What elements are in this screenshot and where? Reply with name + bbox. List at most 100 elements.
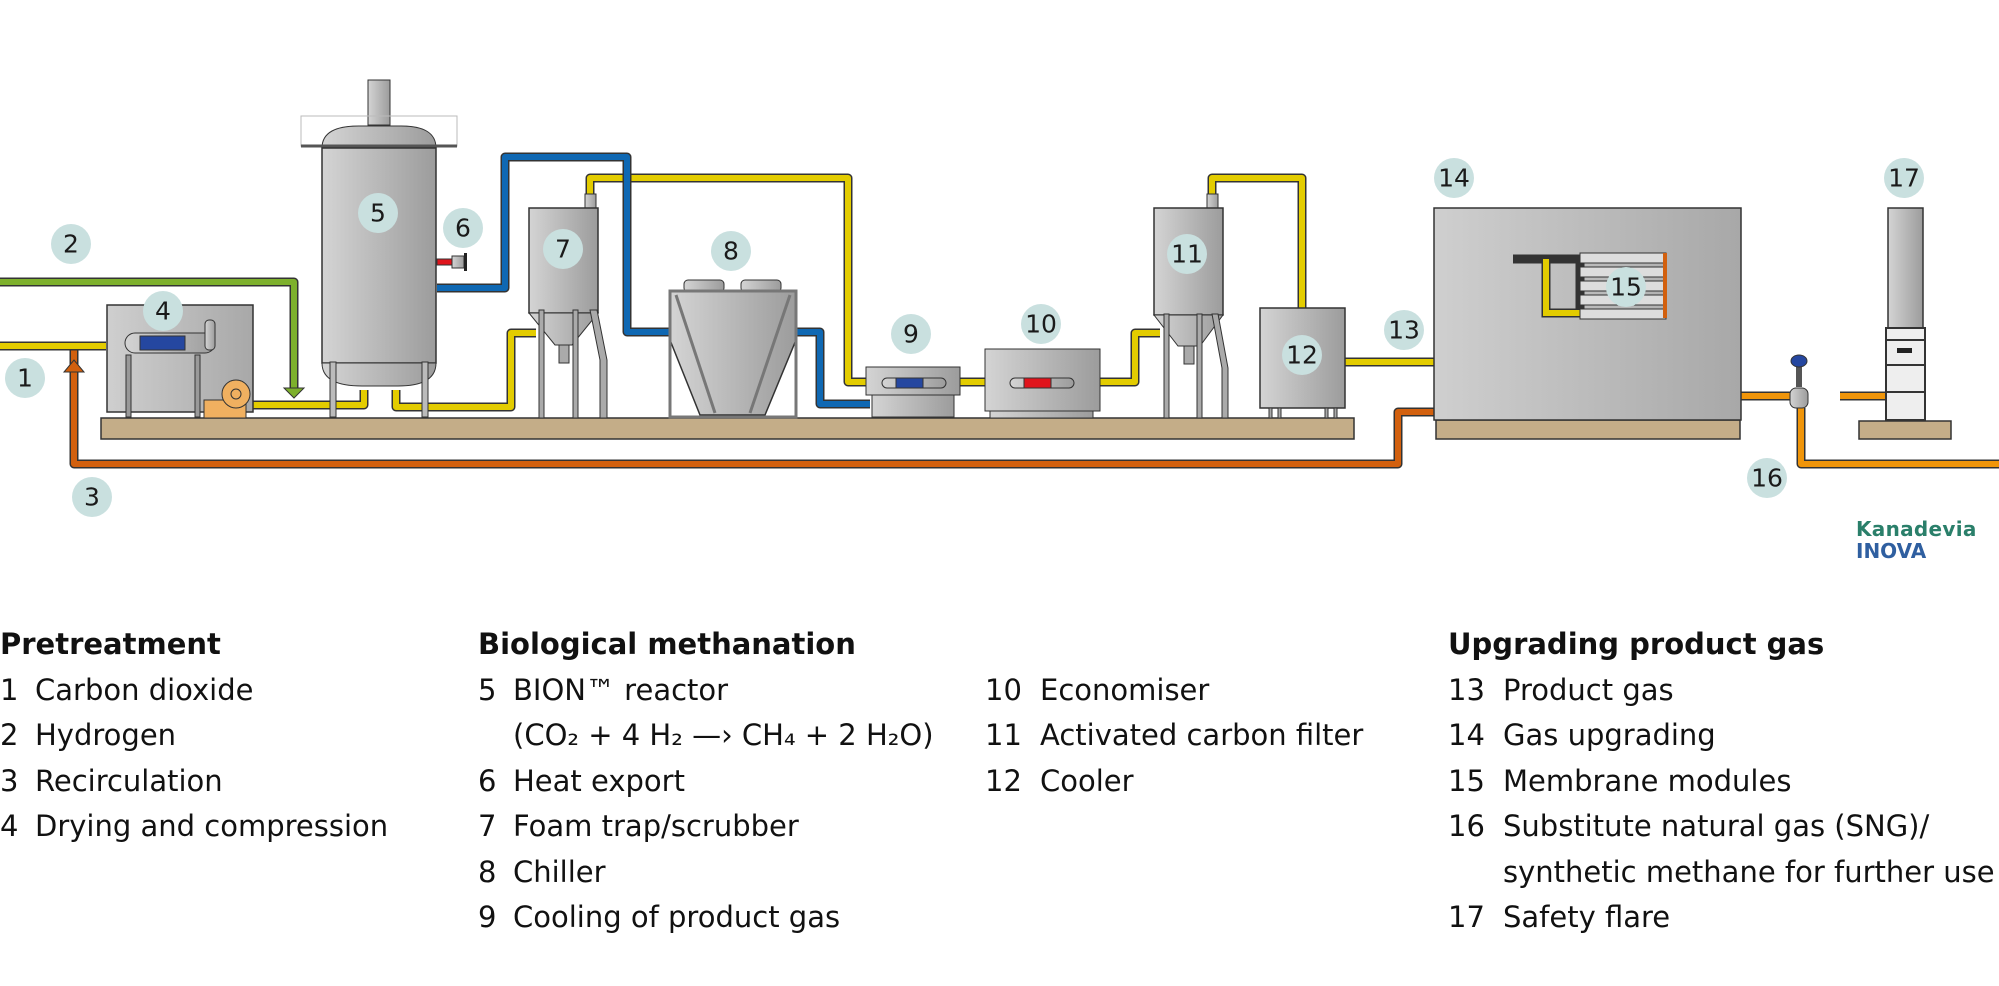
- callout-circle: [72, 477, 112, 517]
- product-gas-cooler-9: [865, 366, 961, 418]
- company-logo: Kanadevia INOVA: [1856, 518, 1977, 562]
- callout-number: 11: [1171, 240, 1203, 269]
- callout-9: 9: [891, 314, 931, 354]
- main-foundation: [100, 417, 1355, 440]
- legend-item: 13 Product gas: [1448, 668, 1995, 714]
- callout-circle: [5, 358, 45, 398]
- legend-item-label: Product gas: [1503, 672, 1674, 707]
- legend-item-number: [478, 713, 513, 759]
- legend-item-number: 11: [985, 718, 1022, 752]
- callout-17: 17: [1884, 158, 1924, 198]
- drying-compression-unit: [106, 304, 254, 419]
- callout-number: 16: [1751, 464, 1783, 493]
- recirculation-arrow-icon: [62, 359, 86, 373]
- gas-upgrading-unit: [1433, 207, 1742, 421]
- callout-circle: [1884, 158, 1924, 198]
- bion-reactor: [300, 79, 467, 418]
- legend-item-label: Cooler: [1040, 763, 1134, 798]
- legend-item: 9 Cooling of product gas: [478, 895, 934, 941]
- legend-item-number: 1: [0, 672, 19, 707]
- legend-item-number: 12: [985, 763, 1022, 798]
- callout-circle: [1021, 304, 1061, 344]
- legend-item-number: 14: [1448, 718, 1485, 752]
- upgrading-foundation: [1435, 419, 1741, 440]
- legend-heading: Pretreatment: [0, 627, 221, 661]
- callout-number: 3: [84, 483, 100, 512]
- legend-item-number: 3: [0, 763, 19, 798]
- legend-item-label: Gas upgrading: [1503, 718, 1716, 752]
- callout-number: 15: [1610, 273, 1642, 302]
- legend-item-label: Cooling of product gas: [513, 900, 841, 934]
- legend-item: 12 Cooler: [985, 759, 1363, 805]
- callout-3: 3: [72, 477, 112, 517]
- legend-heading: Upgrading product gas: [1448, 627, 1825, 661]
- legend-upgrading: Upgrading product gas 13 Product gas 14 Gas…: [1448, 622, 1995, 941]
- callout-14: 14: [1434, 158, 1474, 198]
- callout-6: 6: [443, 208, 483, 248]
- callout-circle: [891, 314, 931, 354]
- safety-flare: [1885, 207, 1926, 421]
- callout-number: 6: [455, 214, 471, 243]
- legend-item-number: 13: [1448, 672, 1485, 707]
- legend-item-label: Hydrogen: [35, 718, 177, 752]
- legend-item-number: 10: [985, 672, 1022, 707]
- callout-number: 9: [903, 320, 919, 349]
- legend-item-number: 17: [1448, 900, 1485, 934]
- legend-item: 11 Activated carbon filter: [985, 713, 1363, 759]
- legend-methanation-continued: 10 Economiser 11 Activated carbon filter 12 C…: [985, 668, 1363, 805]
- legend-item: 14 Gas upgrading: [1448, 713, 1995, 759]
- callout-number: 1: [17, 364, 33, 393]
- callout-number: 8: [723, 237, 739, 266]
- legend-item-label: BION™ reactor: [513, 672, 729, 707]
- economiser: [984, 348, 1101, 419]
- callout-11: 11: [1167, 234, 1207, 274]
- legend-item-label: Activated carbon filter: [1040, 718, 1364, 752]
- legend-item-label: (CO₂ + 4 H₂ —› CH₄ + 2 H₂O): [513, 718, 934, 752]
- activated-carbon-filter: [1152, 193, 1229, 419]
- legend-heading: Biological methanation: [478, 627, 856, 661]
- legend-item-label: Heat export: [513, 763, 685, 798]
- callout-circle: [443, 208, 483, 248]
- three-way-valve-icon: [1789, 354, 1809, 409]
- callout-number: 17: [1888, 164, 1920, 193]
- legend-item: (CO₂ + 4 H₂ —› CH₄ + 2 H₂O): [478, 713, 934, 759]
- foam-trap-scrubber: [527, 193, 608, 419]
- callout-number: 2: [63, 230, 79, 259]
- callout-8: 8: [711, 231, 751, 271]
- callout-circle: [1384, 310, 1424, 350]
- callout-circle: [358, 193, 398, 233]
- legend-item-number: [1448, 850, 1503, 896]
- callout-16: 16: [1747, 458, 1787, 498]
- legend-item: synthetic methane for further use: [1448, 850, 1995, 896]
- callout-number: 7: [555, 235, 571, 264]
- legend-item-label: Drying and compression: [35, 809, 389, 843]
- legend-item-label: Membrane modules: [1503, 763, 1792, 798]
- callout-circle: [1434, 158, 1474, 198]
- legend-item-number: 7: [478, 809, 497, 843]
- callout-7: 7: [543, 229, 583, 269]
- callout-4: 4: [143, 291, 183, 331]
- callout-circle: [543, 229, 583, 269]
- logo-line2: INOVA: [1856, 539, 1927, 563]
- callout-circle: [1167, 234, 1207, 274]
- legend-item-number: 9: [478, 900, 497, 934]
- callout-number: 10: [1025, 310, 1057, 339]
- legend-item-number: 8: [478, 854, 497, 889]
- legend-item-label: Economiser: [1040, 672, 1210, 707]
- callout-number: 14: [1438, 164, 1470, 193]
- flare-foundation: [1858, 420, 1952, 440]
- callout-circle: [51, 224, 91, 264]
